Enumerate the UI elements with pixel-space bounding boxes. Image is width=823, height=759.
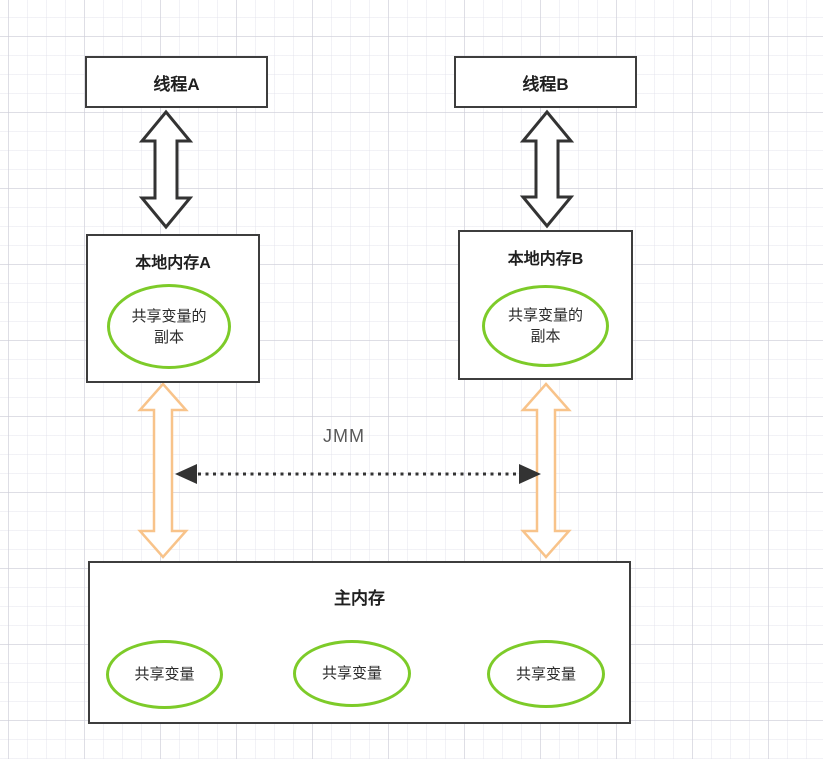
local-memory-a-main-memory-double-arrow-icon [137, 382, 189, 559]
shared-variable-copy-line2: 副本 [153, 328, 184, 346]
thread-b-local-memory-b-double-arrow-icon [519, 109, 575, 229]
thread-a-local-memory-a-double-arrow-icon [138, 109, 194, 230]
shared-variable-copy-line1: 共享变量的 [131, 307, 207, 325]
thread-a-label: 线程A [153, 74, 200, 94]
shared-variable-label: 共享变量 [515, 665, 576, 683]
shared-variable-label: 共享变量 [134, 666, 195, 683]
main-memory-title: 主内存 [334, 589, 385, 608]
thread-b-box: 线程B [454, 56, 637, 108]
jmm-dotted-arrowhead-left-icon [175, 464, 197, 484]
thread-b-label: 线程B [522, 74, 569, 94]
local-memory-b-shared-variable-copy-ellipse: 共享变量的 副本 [482, 285, 609, 367]
shared-variable-copy-line1: 共享变量的 [507, 307, 583, 324]
thread-a-box: 线程A [85, 56, 268, 108]
local-memory-a-title: 本地内存A [135, 255, 211, 272]
jmm-dotted-arrowhead-right-icon [519, 464, 541, 484]
shared-variable-copy-line2: 副本 [530, 328, 561, 345]
main-memory-shared-variable-ellipse-1: 共享变量 [106, 640, 223, 709]
local-memory-a-shared-variable-copy-ellipse: 共享变量的 副本 [107, 284, 231, 369]
local-memory-b-main-memory-double-arrow-icon [520, 382, 572, 559]
jmm-label: JMM [323, 426, 365, 446]
main-memory-shared-variable-ellipse-3: 共享变量 [487, 640, 605, 708]
shared-variable-label: 共享变量 [321, 665, 382, 682]
local-memory-b-title: 本地内存B [507, 251, 584, 268]
main-memory-shared-variable-ellipse-2: 共享变量 [293, 640, 411, 707]
